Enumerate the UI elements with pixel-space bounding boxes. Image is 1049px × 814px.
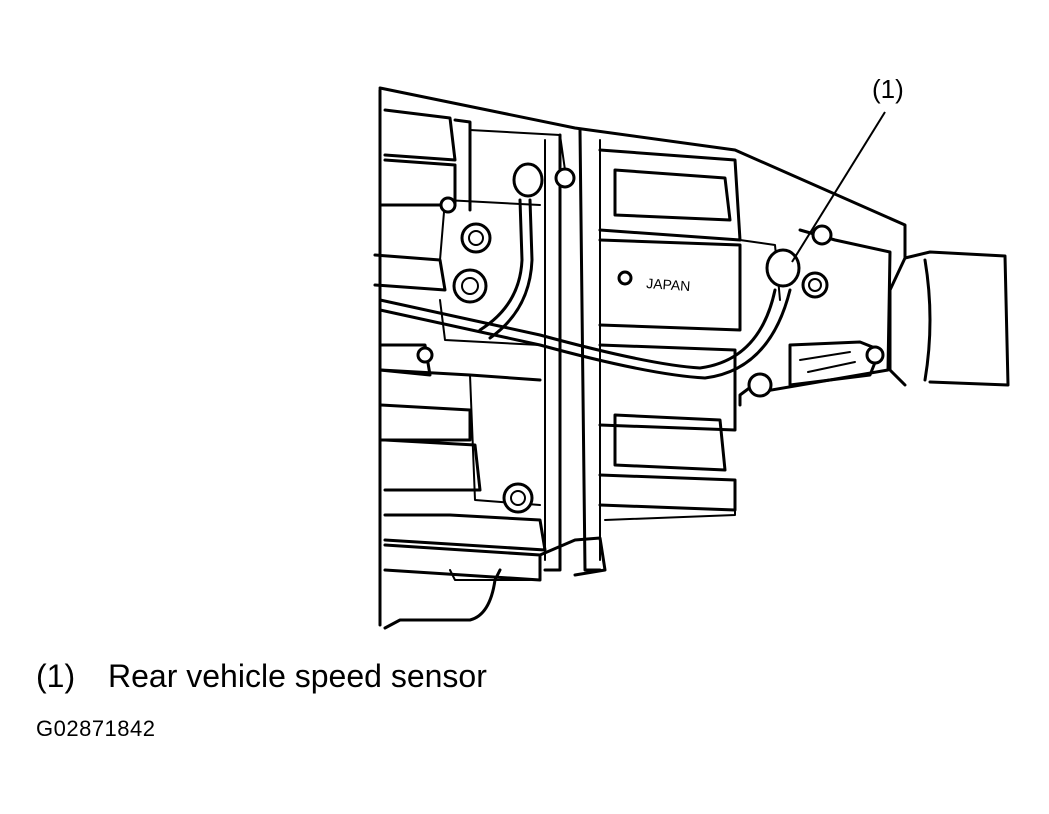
sensor-harness	[378, 198, 792, 380]
japan-stamp: JAPAN	[646, 275, 691, 294]
legend-number: (1)	[36, 658, 76, 694]
callout-leader-line	[791, 111, 886, 263]
transfer-case-housing	[373, 86, 1010, 630]
callout-label-1: (1)	[872, 74, 904, 104]
rear-vehicle-speed-sensor	[512, 162, 801, 288]
legend-text: Rear vehicle speed sensor	[108, 658, 487, 694]
legend-item: (1) Rear vehicle speed sensor	[36, 658, 487, 695]
figure-id: G02871842	[36, 716, 156, 741]
bolt-heads	[416, 167, 885, 514]
